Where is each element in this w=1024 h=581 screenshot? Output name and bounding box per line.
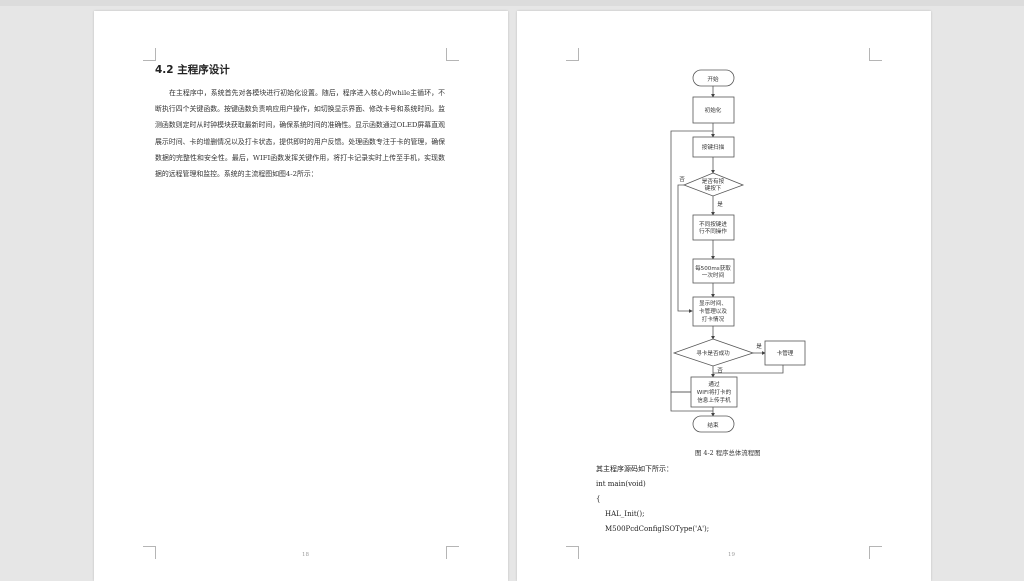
flow-key-decision-line1: 是否有按 xyxy=(702,177,725,185)
document-page-19: 开始 初始化 按键扫描 是否有按 键按下 否 是 不同按键进 行不同操作 每50… xyxy=(517,11,931,581)
flow-init-label: 初始化 xyxy=(705,106,722,114)
flow-scan-label: 按键扫描 xyxy=(702,143,725,151)
figure-caption: 图 4-2 程序总体流程图 xyxy=(695,449,761,457)
flow-card-decision-label: 寻卡是否成功 xyxy=(696,349,730,357)
flow-op-box xyxy=(692,214,735,241)
crop-mark xyxy=(143,48,156,61)
flow-card-decision xyxy=(672,338,755,367)
flow-init-box xyxy=(692,96,735,124)
crop-mark xyxy=(566,546,579,559)
flow-yes-label: 是 xyxy=(717,201,723,208)
crop-mark xyxy=(869,48,882,61)
flow-upload-line1: 通过 xyxy=(708,380,720,388)
flow-key-decision xyxy=(682,172,745,197)
crop-mark xyxy=(869,546,882,559)
flow-yes-label-2: 是 xyxy=(756,343,762,350)
page-number: 18 xyxy=(302,552,309,558)
body-paragraph: 在主程序中，系统首先对各模块进行初始化设置。随后，程序进入核心的while主循环… xyxy=(155,89,445,179)
code-line-2: { xyxy=(596,495,601,503)
flow-no-label-2: 否 xyxy=(717,367,723,374)
flow-display-line2: 卡管理以及 xyxy=(699,307,727,315)
crop-mark xyxy=(446,546,459,559)
flow-start-label: 开始 xyxy=(707,75,719,83)
flow-no-label: 否 xyxy=(679,176,685,183)
code-line-3: HAL_Init(); xyxy=(605,510,645,518)
document-page-18: 4.2 主程序设计 在主程序中，系统首先对各模块进行初始化设置。随后，程序进入核… xyxy=(94,11,508,581)
crop-mark xyxy=(143,546,156,559)
flow-display-line1: 显示时间、 xyxy=(699,299,727,307)
crop-mark xyxy=(446,48,459,61)
flow-end-label: 结束 xyxy=(707,421,719,429)
flow-key-decision-line2: 键按下 xyxy=(705,184,722,192)
flow-time-line1: 每500ms获取 xyxy=(695,264,731,272)
page-number: 19 xyxy=(728,552,735,558)
code-intro: 其主程序源码如下所示： xyxy=(596,465,673,473)
flow-op-line2: 行不同操作 xyxy=(699,227,727,235)
program-flowchart: 开始 初始化 按键扫描 是否有按 键按下 否 是 不同按键进 行不同操作 每50… xyxy=(670,69,806,433)
flow-scan-box xyxy=(692,136,735,158)
flow-card-mgmt-box xyxy=(764,340,806,366)
code-line-1: int main(void) xyxy=(596,480,646,488)
crop-mark xyxy=(566,48,579,61)
flow-display-line3: 打卡情况 xyxy=(702,315,725,323)
flow-card-mgmt-label: 卡管理 xyxy=(777,349,794,357)
flow-upload-line3: 信息上传手机 xyxy=(697,396,731,404)
flow-start-terminal xyxy=(692,69,735,87)
viewer-top-bar xyxy=(0,0,1024,6)
code-line-4: M500PcdConfigISOType('A'); xyxy=(605,525,710,533)
flow-op-line1: 不同按键进 xyxy=(699,220,727,228)
section-heading: 4.2 主程序设计 xyxy=(155,64,230,76)
flow-time-line2: 一次时间 xyxy=(702,271,725,279)
flow-time-box xyxy=(692,258,735,284)
flow-upload-box xyxy=(690,376,738,408)
flow-display-box xyxy=(692,296,735,327)
flow-upload-line2: WIFI将打卡的 xyxy=(697,388,732,396)
flow-end-terminal xyxy=(692,415,735,433)
